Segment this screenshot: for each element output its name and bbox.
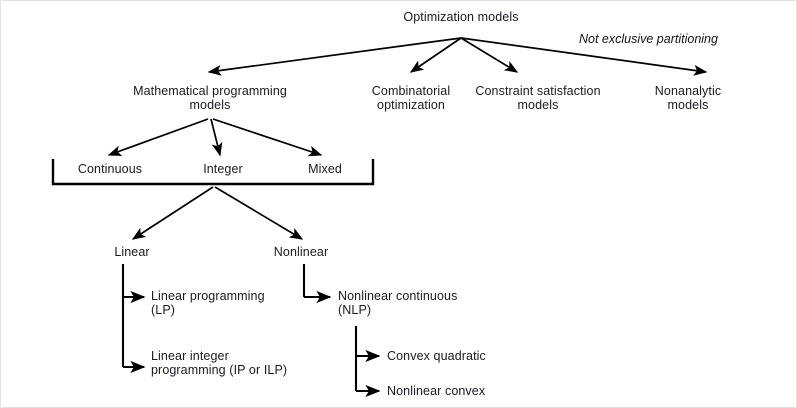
node-combinatorial-optimization: Combinatorial optimization — [371, 84, 451, 112]
annotation-not-exclusive-partitioning: Not exclusive partitioning — [579, 32, 718, 46]
edge-mathprog-to-integer — [210, 118, 223, 157]
node-nonanalytic-models: Nonanalytic models — [654, 84, 722, 112]
node-mathematical-programming-models: Mathematical programming models — [133, 84, 287, 112]
edge-group-to-linear — [131, 186, 214, 240]
node-continuous: Continuous — [77, 162, 143, 176]
edge-nonlinear-trunk — [302, 264, 332, 304]
edge-mathprog-to-continuous — [107, 118, 209, 156]
edge-mathprog-to-mixed — [212, 118, 323, 157]
edge-root-to-combinatorial-optimization — [409, 37, 462, 73]
node-linear: Linear — [114, 245, 150, 259]
node-mixed: Mixed — [308, 162, 342, 176]
node-nonlinear-continuous: Nonlinear continuous (NLP) — [338, 289, 458, 317]
node-nonlinear-convex: Nonlinear convex — [387, 384, 486, 398]
edge-root-to-mathematical-programming — [207, 37, 462, 76]
edge-root-to-constraint-satisfaction — [460, 37, 519, 73]
node-optimization-models: Optimization models — [403, 10, 519, 24]
node-integer: Integer — [203, 162, 243, 176]
node-nonlinear: Nonlinear — [273, 245, 329, 259]
node-linear-programming: Linear programming (LP) — [151, 289, 265, 317]
node-constraint-satisfaction-models: Constraint satisfaction models — [475, 84, 601, 112]
node-linear-integer-programming: Linear integer programming (IP or ILP) — [151, 349, 288, 377]
node-convex-quadratic: Convex quadratic — [387, 349, 486, 363]
edge-group-to-nonlinear — [214, 186, 304, 240]
